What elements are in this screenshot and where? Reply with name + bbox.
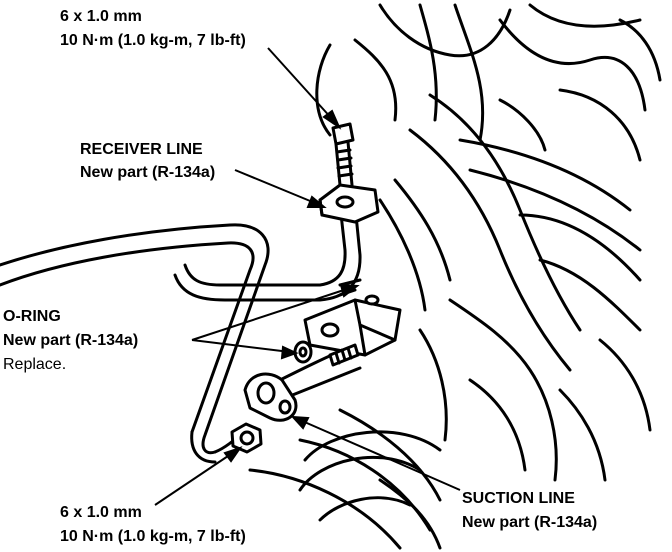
- suction-line-leader: [299, 419, 461, 491]
- top-bolt-leader: [267, 47, 334, 121]
- receiver-line-leader: [234, 169, 316, 204]
- oring-note: New part (R-134a): [3, 332, 139, 349]
- left-pipe-loop: [0, 223, 270, 464]
- bottom-nut-torque-label: 10 N·m (1.0 kg-m, 7 lb-ft): [60, 528, 246, 545]
- top-bolt-size-label: 6 x 1.0 mm: [60, 8, 142, 25]
- o-ring: [293, 340, 313, 364]
- suction-line-title: SUCTION LINE: [462, 490, 575, 507]
- suction-flange: [243, 372, 298, 422]
- receiver-flange: [318, 183, 380, 224]
- suction-line-note: New part (R-134a): [462, 514, 598, 531]
- engine-hoses-background: [248, 3, 662, 550]
- oring-action: Replace.: [3, 356, 67, 373]
- top-bolt-torque-label: 10 N·m (1.0 kg-m, 7 lb-ft): [60, 32, 246, 49]
- receiver-line-note: New part (R-134a): [80, 164, 216, 181]
- receiver-line-arrowhead: [306, 195, 327, 208]
- receiver-line-title: RECEIVER LINE: [80, 141, 203, 158]
- bottom-nut-arrowhead: [223, 446, 243, 463]
- pulley-background: [298, 430, 442, 522]
- bottom-nut-leader: [154, 451, 235, 506]
- bottom-nut-size-label: 6 x 1.0 mm: [60, 504, 142, 521]
- top-bolt-arrowhead: [322, 109, 342, 130]
- oring-arrowhead-1: [280, 345, 299, 360]
- valve-block: [303, 288, 402, 357]
- stud-bolt: [328, 343, 360, 367]
- leader-lines: [154, 47, 461, 506]
- oring-title: O-RING: [3, 308, 61, 325]
- oring-leader-2: [191, 287, 351, 341]
- oring-arrowhead-2: [339, 283, 360, 298]
- suction-line-arrowhead: [290, 415, 310, 430]
- top-bolt: [331, 122, 355, 187]
- bottom-nut: [230, 422, 263, 454]
- oring-leader-1: [191, 339, 291, 353]
